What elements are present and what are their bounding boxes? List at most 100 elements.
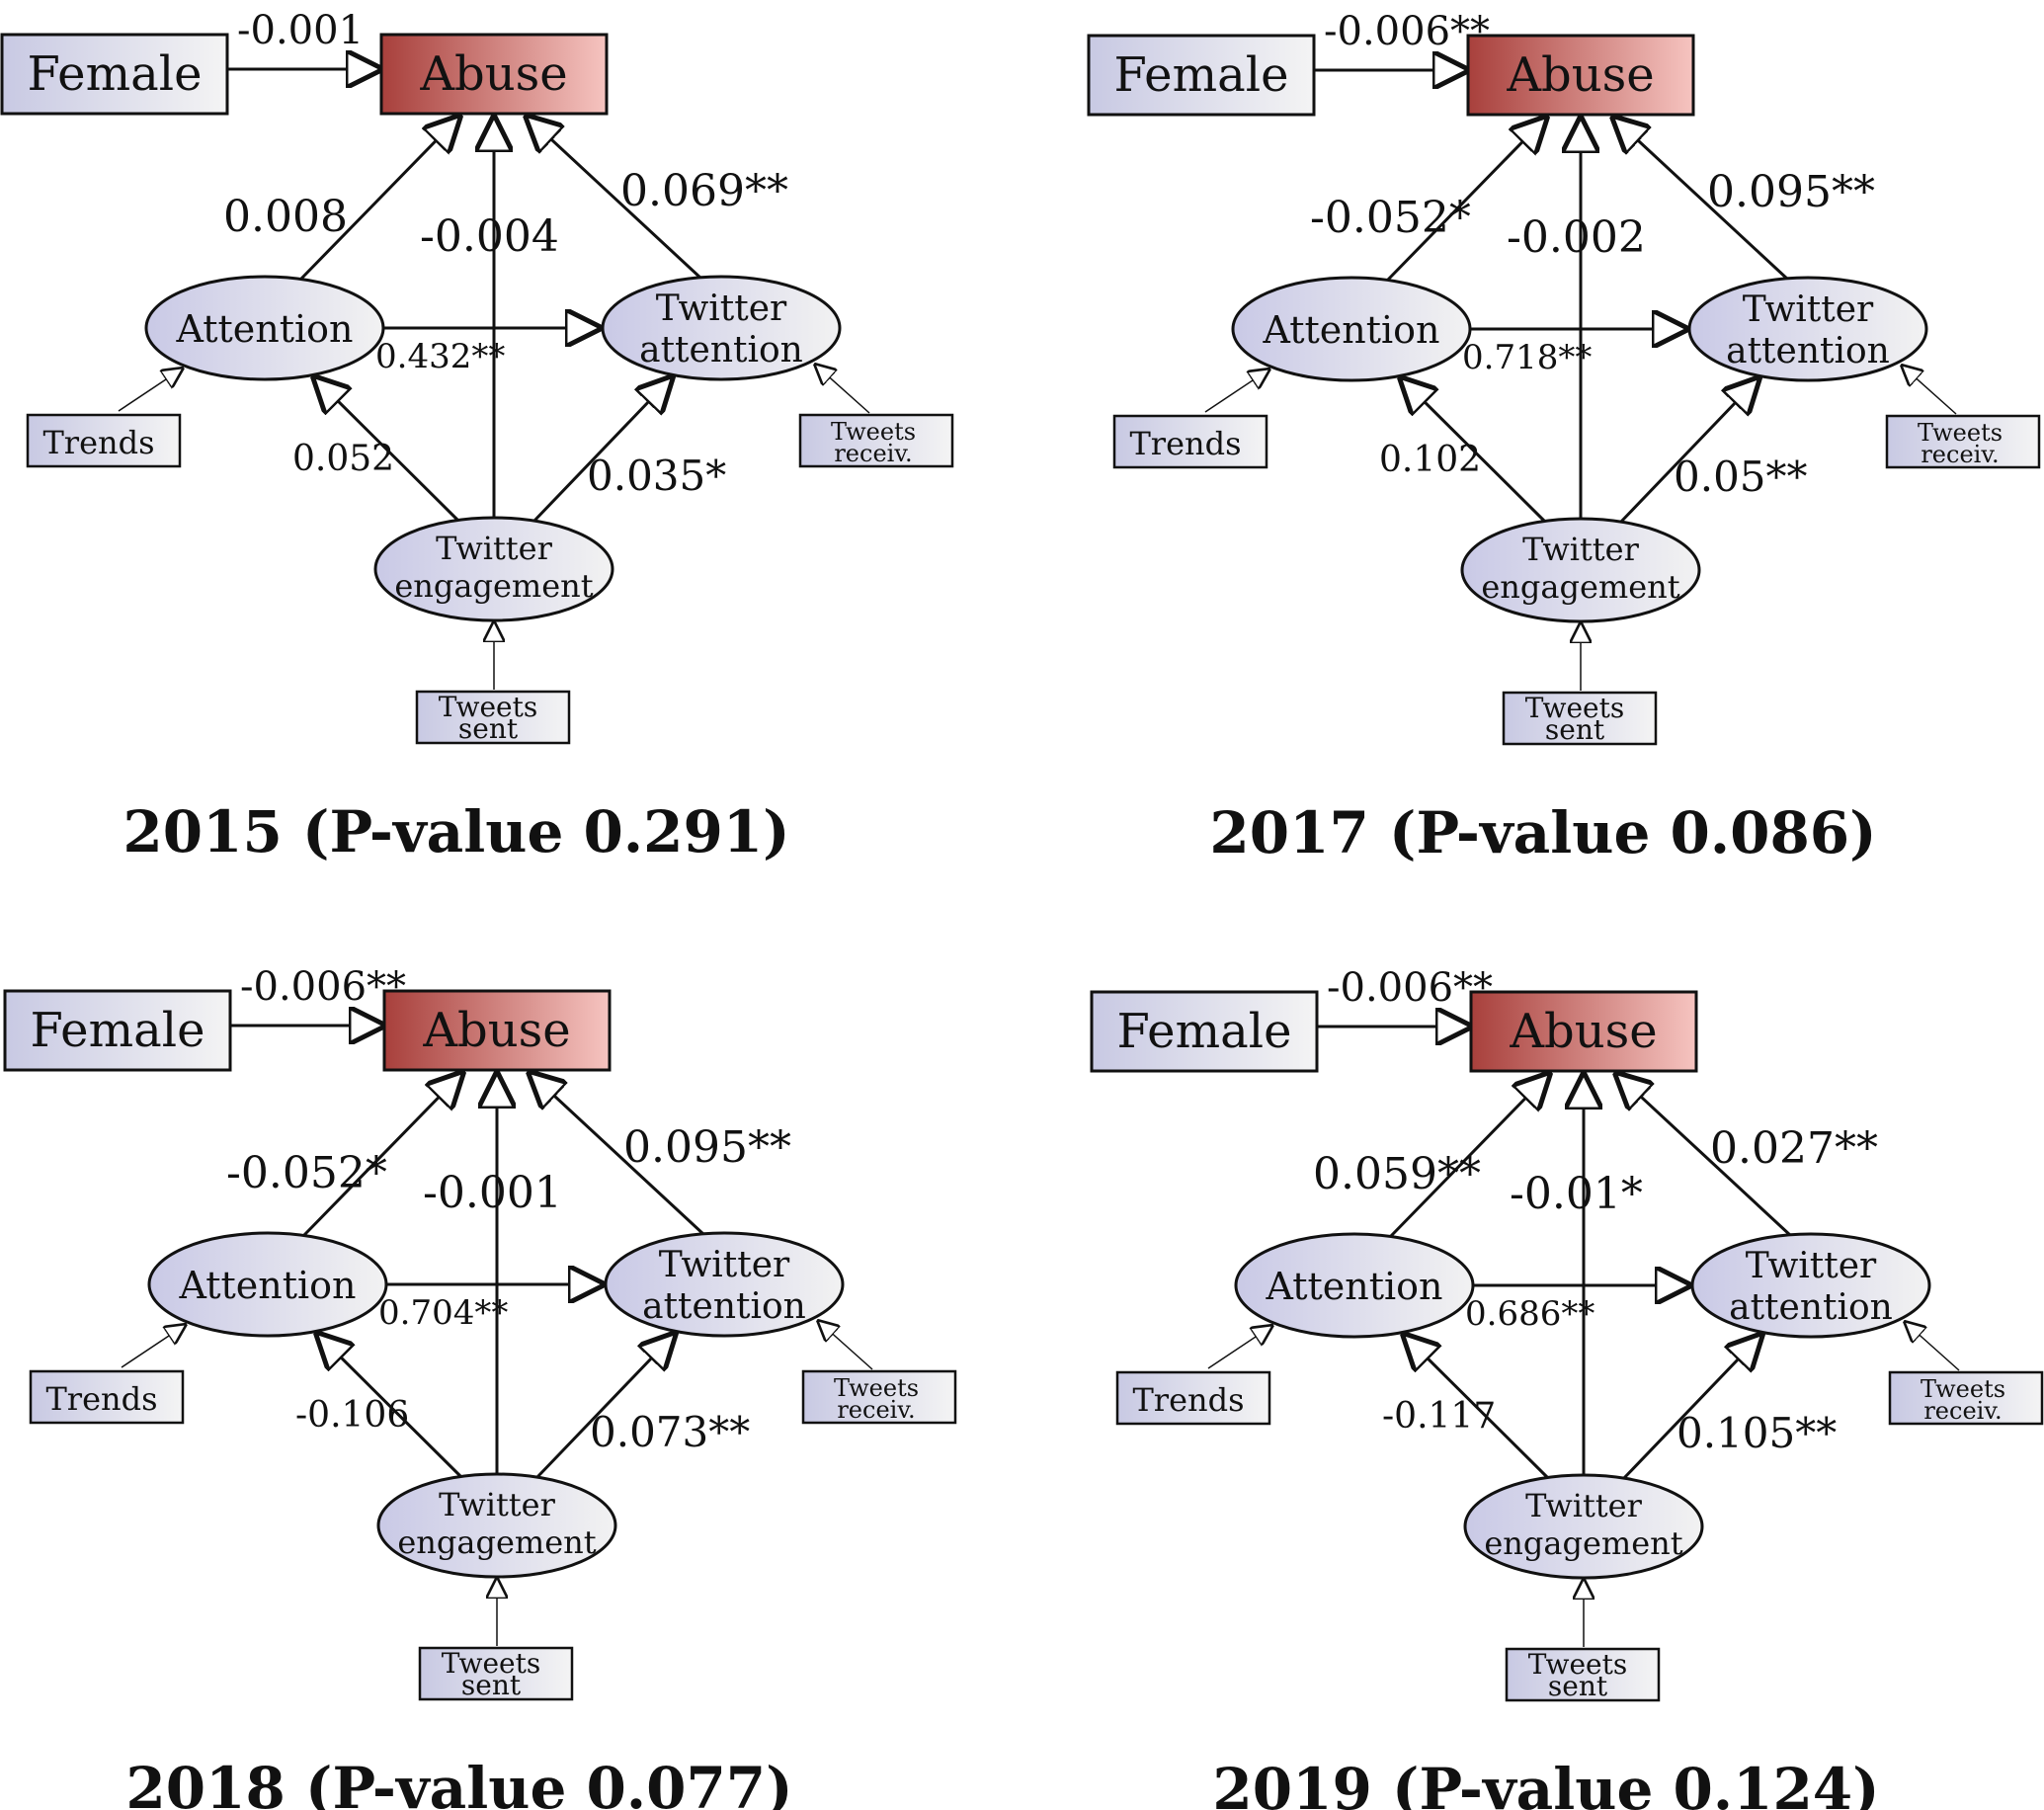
coef-attention-to-twitter-attention: 0.718** — [1462, 338, 1592, 377]
edge-trends-to-attention — [1204, 369, 1270, 413]
twitter-engagement-label-line-1: Twitter — [436, 530, 552, 567]
coef-engagement-to-attention: 0.102 — [1379, 440, 1481, 480]
attention-ellipse — [1231, 276, 1472, 382]
edge-engagement-to-attention — [1399, 376, 1548, 525]
tweets-received-label-line-1: Tweets — [1918, 419, 2003, 447]
tweets-received-label-line-2: receiv. — [1923, 1397, 2002, 1425]
twitter-attention-label-line-2: attention — [1729, 1287, 1893, 1328]
coef-female-to-abuse: -0.006** — [1324, 9, 1490, 54]
coef-engagement-to-abuse: -0.004 — [420, 211, 559, 262]
edge-attention-to-abuse — [1386, 116, 1548, 282]
edge-tweets-received-to-twitter-attention — [1904, 1321, 1960, 1371]
edge-trends-to-attention — [1207, 1325, 1273, 1369]
female-label: Female — [1114, 47, 1289, 103]
tweets-received-label-line-2: receiv. — [837, 1396, 915, 1424]
coef-female-to-abuse: -0.006** — [240, 964, 406, 1010]
twitter-attention-label-line-1: Twitter — [1746, 1246, 1877, 1286]
twitter-engagement-ellipse — [1463, 1473, 1704, 1580]
coef-female-to-abuse: -0.006** — [1327, 965, 1493, 1011]
tweets-received-label-line-2: receiv. — [834, 440, 912, 467]
tweets-sent-box — [415, 690, 571, 745]
twitter-attention-label-line-1: Twitter — [656, 288, 787, 329]
abuse-box — [379, 33, 609, 116]
trends-label: Trends — [45, 1380, 157, 1418]
edge-engagement-to-twitter-attention — [531, 375, 674, 524]
twitter-engagement-ellipse — [1460, 517, 1701, 623]
attention-ellipse — [144, 275, 385, 381]
twitter-engagement-ellipse — [373, 516, 614, 622]
twitter-attention-label-line-2: attention — [639, 330, 803, 370]
coef-female-to-abuse: -0.001 — [237, 8, 364, 53]
tweets-sent-label-line-1: Tweets — [1528, 1648, 1627, 1681]
tweets-sent-box — [418, 1646, 574, 1701]
edge-engagement-to-twitter-attention — [534, 1332, 677, 1480]
edge-attention-to-abuse — [299, 115, 461, 281]
tweets-received-box — [801, 1369, 957, 1425]
twitter-attention-label-line-2: attention — [642, 1286, 806, 1327]
female-box — [3, 989, 232, 1072]
edge-attention-to-abuse — [302, 1071, 464, 1237]
attention-label: Attention — [1262, 308, 1439, 352]
edge-engagement-to-twitter-attention — [1621, 1333, 1763, 1481]
female-box — [0, 33, 229, 116]
attention-label: Attention — [175, 307, 353, 351]
edge-twitter-attention-to-abuse — [1614, 1072, 1793, 1238]
coef-engagement-to-attention: -0.106 — [295, 1395, 409, 1436]
trends-box — [26, 413, 182, 468]
tweets-sent-label-line-2: sent — [461, 1669, 522, 1701]
edge-engagement-to-attention — [312, 375, 461, 524]
coef-attention-to-abuse: -0.052* — [226, 1148, 387, 1198]
twitter-attention-label-line-2: attention — [1726, 331, 1890, 371]
tweets-sent-label-line-1: Tweets — [439, 691, 537, 723]
edge-twitter-attention-to-abuse — [528, 1071, 706, 1237]
tweets-sent-label-line-1: Tweets — [442, 1647, 540, 1680]
coef-attention-to-abuse: -0.052* — [1310, 193, 1471, 243]
female-label: Female — [1117, 1004, 1292, 1059]
edge-attention-to-abuse — [1389, 1072, 1551, 1238]
abuse-box — [382, 989, 612, 1072]
abuse-box — [1466, 34, 1695, 117]
female-box — [1090, 990, 1319, 1073]
edge-twitter-attention-to-abuse — [1611, 116, 1790, 282]
twitter-attention-label-line-1: Twitter — [659, 1245, 790, 1285]
tweets-sent-label-line-2: sent — [458, 712, 519, 745]
female-box — [1087, 34, 1316, 117]
tweets-received-box — [798, 413, 954, 468]
coef-engagement-to-abuse: -0.002 — [1507, 212, 1646, 263]
abuse-label: Abuse — [1506, 47, 1654, 103]
coef-engagement-to-twitter-attention: 0.035* — [587, 452, 726, 500]
panel-caption: 2015 (P-value 0.291) — [123, 798, 789, 865]
edge-trends-to-attention — [121, 1324, 187, 1368]
twitter-attention-ellipse — [604, 1231, 845, 1338]
trends-label: Trends — [42, 424, 154, 461]
tweets-sent-label-line-1: Tweets — [1525, 692, 1624, 724]
twitter-engagement-label-line-1: Twitter — [1522, 531, 1639, 568]
tweets-sent-label-line-2: sent — [1548, 1670, 1608, 1702]
abuse-label: Abuse — [422, 1003, 570, 1058]
twitter-engagement-label-line-2: engagement — [1481, 568, 1679, 606]
edge-tweets-received-to-twitter-attention — [814, 364, 870, 414]
twitter-attention-ellipse — [1690, 1232, 1931, 1339]
coef-twitter-attention-to-abuse: 0.027** — [1710, 1123, 1878, 1174]
trends-box — [1115, 1370, 1271, 1426]
panel-caption: 2019 (P-value 0.124) — [1212, 1756, 1879, 1810]
trends-label: Trends — [1129, 425, 1241, 462]
edge-engagement-to-twitter-attention — [1618, 376, 1760, 525]
